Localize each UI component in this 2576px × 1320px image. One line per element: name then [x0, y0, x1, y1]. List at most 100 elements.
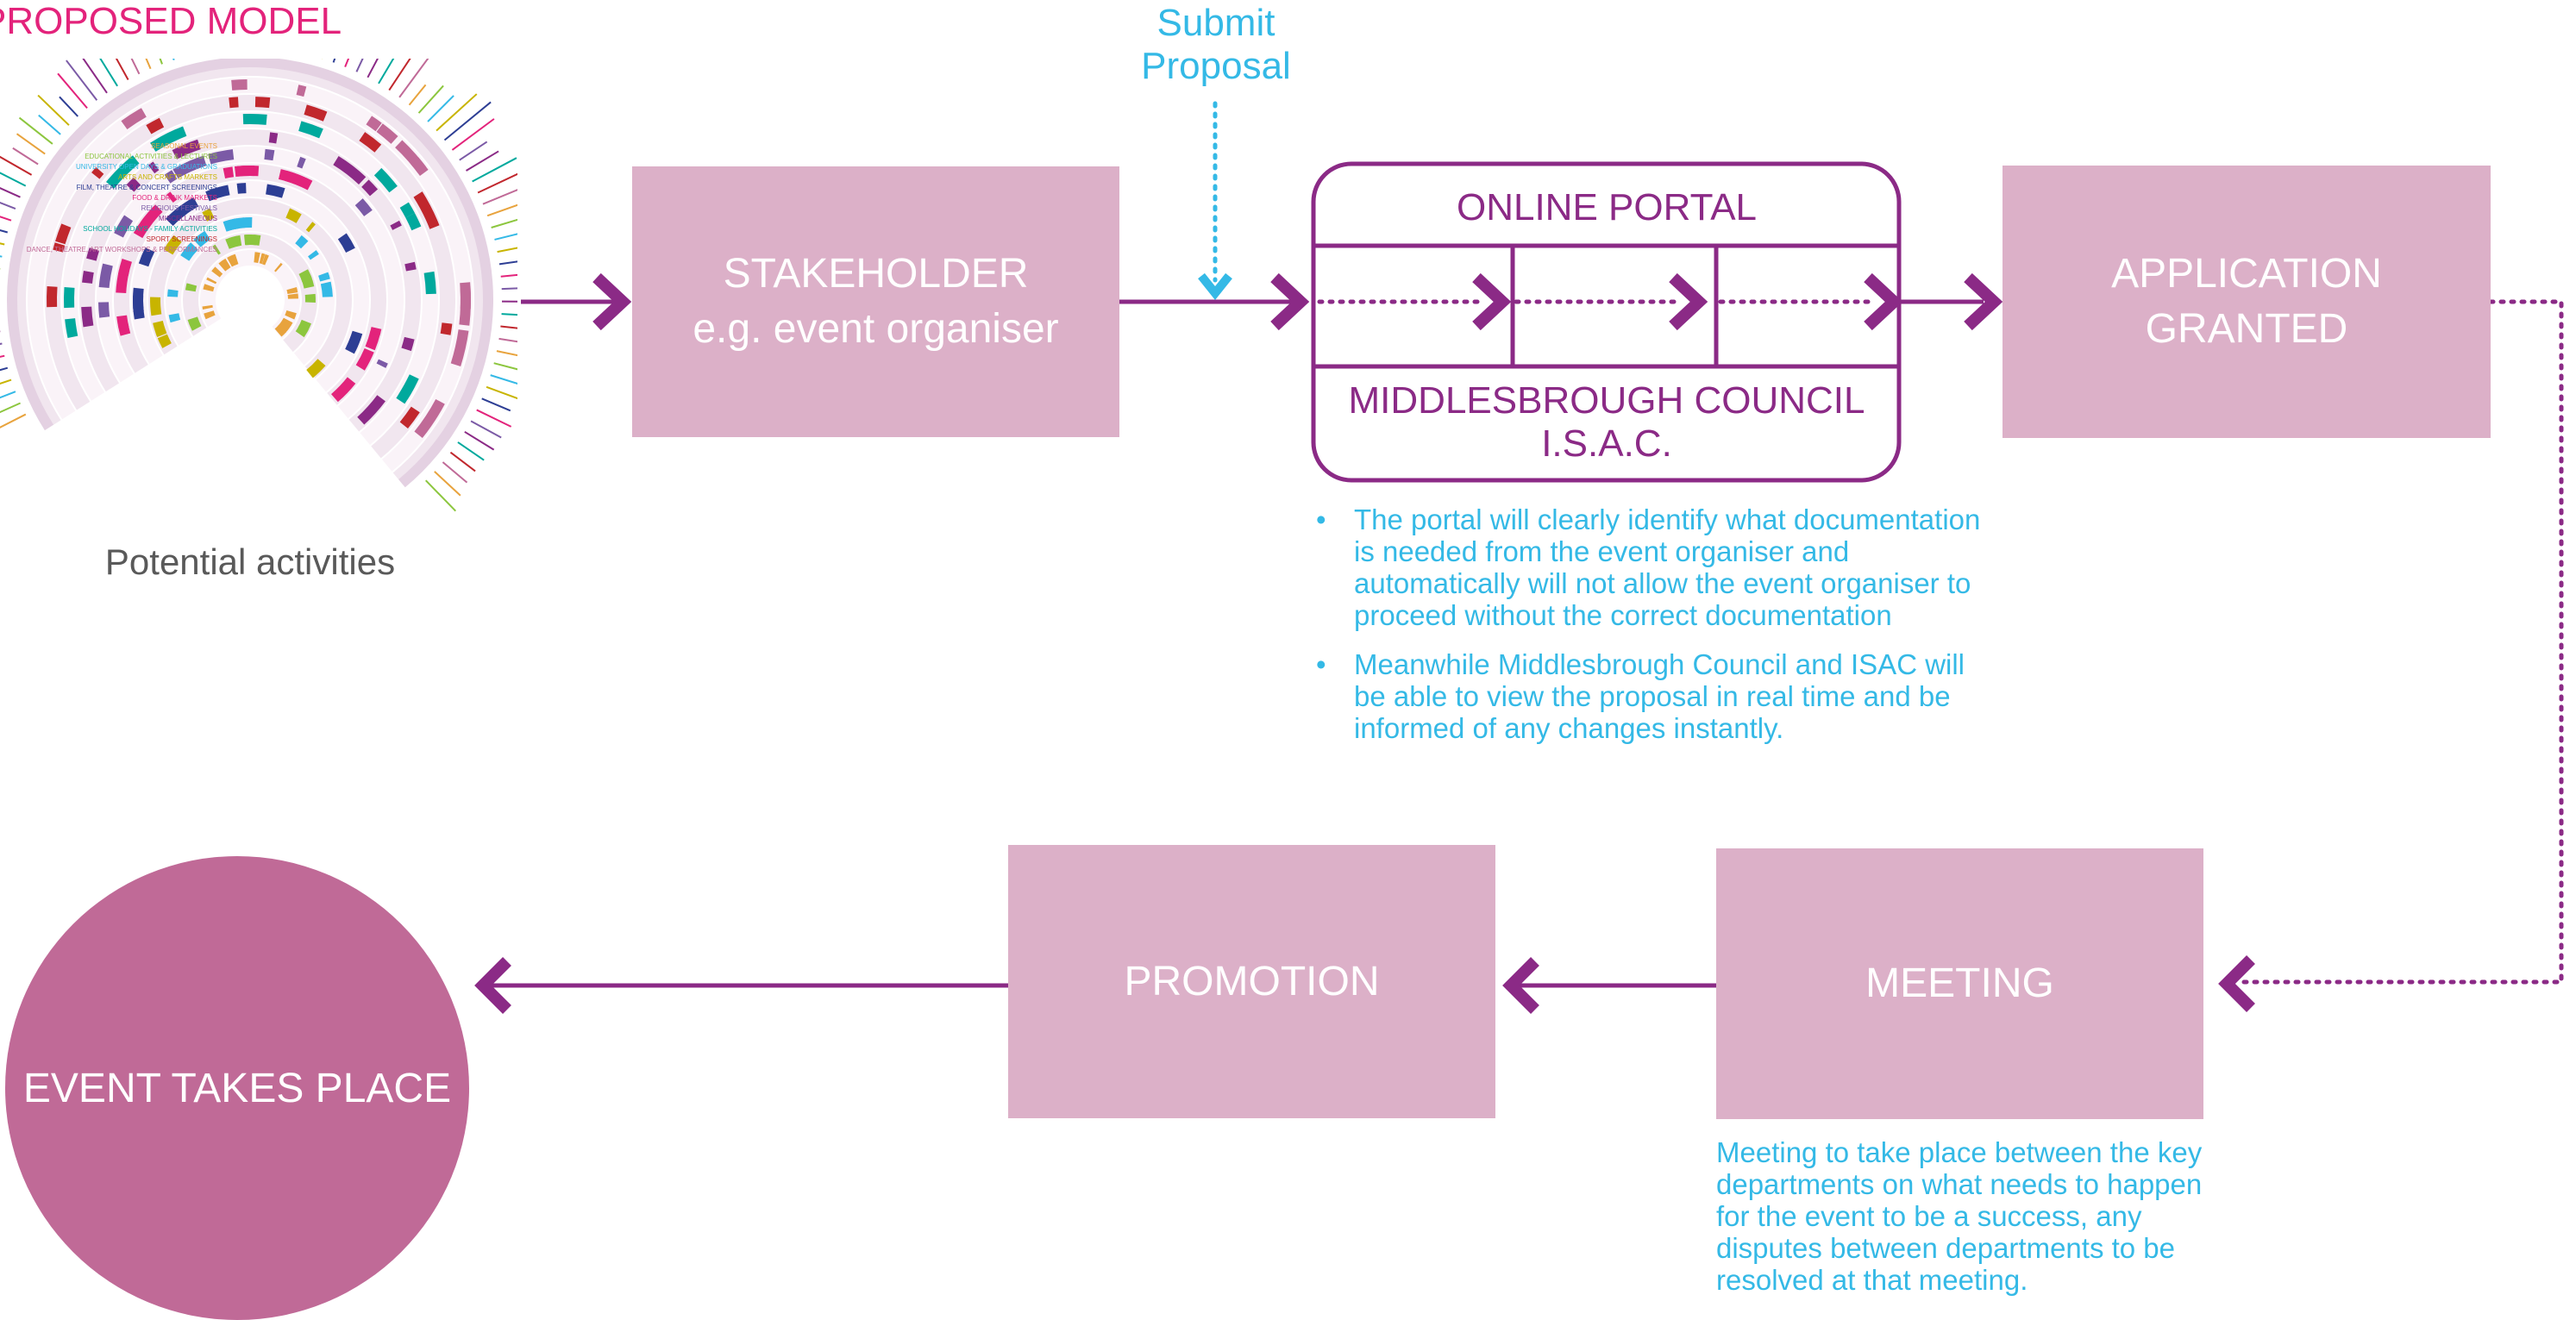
chevron-right-icon [1673, 278, 1699, 326]
activities-caption: Potential activities [78, 541, 423, 583]
wheel-mark [231, 79, 248, 91]
event-label: EVENT TAKES PLACE [23, 1065, 451, 1112]
wheel-category-label: RELIGIOUS FESTIVALS [141, 204, 217, 212]
wheel-category-label: ARTS AND CRAFTS MARKETS [118, 173, 217, 181]
wheel-category-label: FILM, THEATRE & CONCERT SCREENINGS [77, 184, 217, 191]
wheel-activity-label [465, 432, 494, 450]
wheel-activity-label [494, 363, 517, 373]
meeting-box: MEETING [1716, 848, 2203, 1119]
council-label: MIDDLESBROUGH COUNCIL [1313, 379, 1900, 422]
chevron-right-icon [1868, 278, 1894, 326]
wheel-category-label: EDUCATIONAL ACTIVITIES & LECTURES [85, 153, 217, 160]
wheel-mark [424, 272, 436, 294]
wheel-category-label: DANCE, THEATRE, ART WORKSHOPS & PERFORMA… [27, 246, 217, 253]
wheel-activity-label [477, 410, 511, 426]
wheel-activity-label [0, 212, 11, 221]
wheel-activity-label [458, 442, 484, 460]
wheel-mark [116, 316, 128, 329]
portal-notes: The portal will clearly identify what do… [1304, 504, 1992, 761]
wheel-mark [243, 114, 267, 125]
wheel-activity-label [0, 236, 4, 244]
wheel-activity-label [499, 256, 517, 264]
wheel-mark [441, 322, 453, 335]
wheel-activity-label [17, 134, 46, 153]
wheel-activity-label [450, 453, 475, 472]
wheel-activity-label [487, 201, 517, 216]
wheel-activity-label [166, 59, 173, 60]
wheel-activity-label [492, 217, 517, 228]
application-granted-box: APPLICATION GRANTED [2003, 166, 2491, 438]
portal-note-item: Meanwhile Middlesbrough Council and ISAC… [1354, 648, 1992, 744]
wheel-mark [47, 286, 58, 307]
wheel-activity-label [486, 387, 517, 401]
wheel-activity-label [498, 242, 517, 252]
wheel-activity-label [471, 421, 501, 437]
wheel-activity-label [502, 287, 517, 290]
wheel-activity-label [0, 380, 11, 393]
event-takes-place-circle: EVENT TAKES PLACE [5, 856, 469, 1320]
wheel-mark [82, 271, 94, 284]
wheel-category-label: SPORT SCREENINGS [147, 235, 217, 243]
wheel-activity-label [39, 116, 60, 135]
online-portal-label: ONLINE PORTAL [1313, 186, 1900, 229]
wheel-activity-label [435, 472, 461, 496]
wheel-activity-label [0, 184, 20, 197]
wheel-activity-label [0, 415, 26, 430]
wheel-activity-label [499, 339, 517, 348]
stakeholder-title: STAKEHOLDER [724, 247, 1029, 302]
wheel-mark [98, 302, 110, 317]
wheel-mark [64, 287, 74, 308]
wheel-activity-label [38, 96, 69, 126]
promotion-box: PROMOTION [1008, 845, 1495, 1118]
wheel-activity-label [86, 59, 117, 86]
wheel-activity-label [13, 148, 38, 165]
wheel-mark [237, 183, 247, 194]
submit-label-line2: Proposal [1113, 45, 1319, 88]
wheel-activity-label [0, 356, 4, 362]
wheel-activity-label [410, 84, 426, 104]
wheel-category-label: FOOD & DRINK MARKETS [132, 194, 217, 202]
wheel-activity-label [379, 59, 398, 84]
wheel-mark [305, 294, 316, 303]
wheel-activity-label [0, 344, 2, 349]
wheel-activity-label [483, 184, 517, 204]
wheel-activity-label [0, 251, 2, 256]
wheel-activity-label [60, 97, 78, 116]
council-isac-label: MIDDLESBROUGH COUNCIL I.S.A.C. [1313, 379, 1900, 466]
wheel-mark [133, 296, 145, 320]
chevron-right-icon [1476, 278, 1502, 326]
wheel-activity-label [356, 59, 373, 72]
wheel-activity-label [500, 327, 517, 332]
portal-note-item: The portal will clearly identify what do… [1354, 504, 1992, 631]
wheel-activity-label [436, 94, 477, 130]
wheel-activity-label [502, 314, 517, 316]
stakeholder-box: STAKEHOLDER e.g. event organiser [632, 166, 1119, 437]
wheel-mark [459, 282, 471, 325]
promotion-label: PROMOTION [1125, 954, 1380, 1010]
granted-line2: GRANTED [2146, 302, 2348, 357]
granted-line1: APPLICATION [2111, 247, 2382, 302]
wheel-activity-label [66, 60, 97, 100]
wheel-activity-label [494, 227, 517, 240]
isac-label: I.S.A.C. [1313, 422, 1900, 466]
wheel-activity-label [501, 272, 517, 277]
wheel-activity-label [426, 480, 456, 510]
wheel-mark [255, 97, 270, 108]
wheel-activity-label [497, 351, 517, 357]
submit-proposal-label: Submit Proposal [1113, 2, 1319, 88]
wheel-mark [245, 235, 251, 245]
wheel-activity-label [0, 199, 16, 209]
wheel-mark [321, 282, 333, 297]
wheel-category-label: UNIVERSITY OPEN DAYS & GRADUATIONS [76, 163, 217, 171]
wheel-mark [229, 97, 238, 108]
wheel-activity-label [0, 152, 32, 175]
meeting-label: MEETING [1865, 956, 2054, 1011]
wheel-activity-label [491, 375, 517, 387]
page-title: PROPOSED MODEL [0, 0, 342, 43]
wheel-activity-label [58, 73, 87, 108]
wheel-activity-label [345, 59, 359, 67]
wheel-mark [264, 149, 274, 160]
wheel-mark [167, 290, 179, 297]
wheel-activity-label [452, 119, 494, 150]
